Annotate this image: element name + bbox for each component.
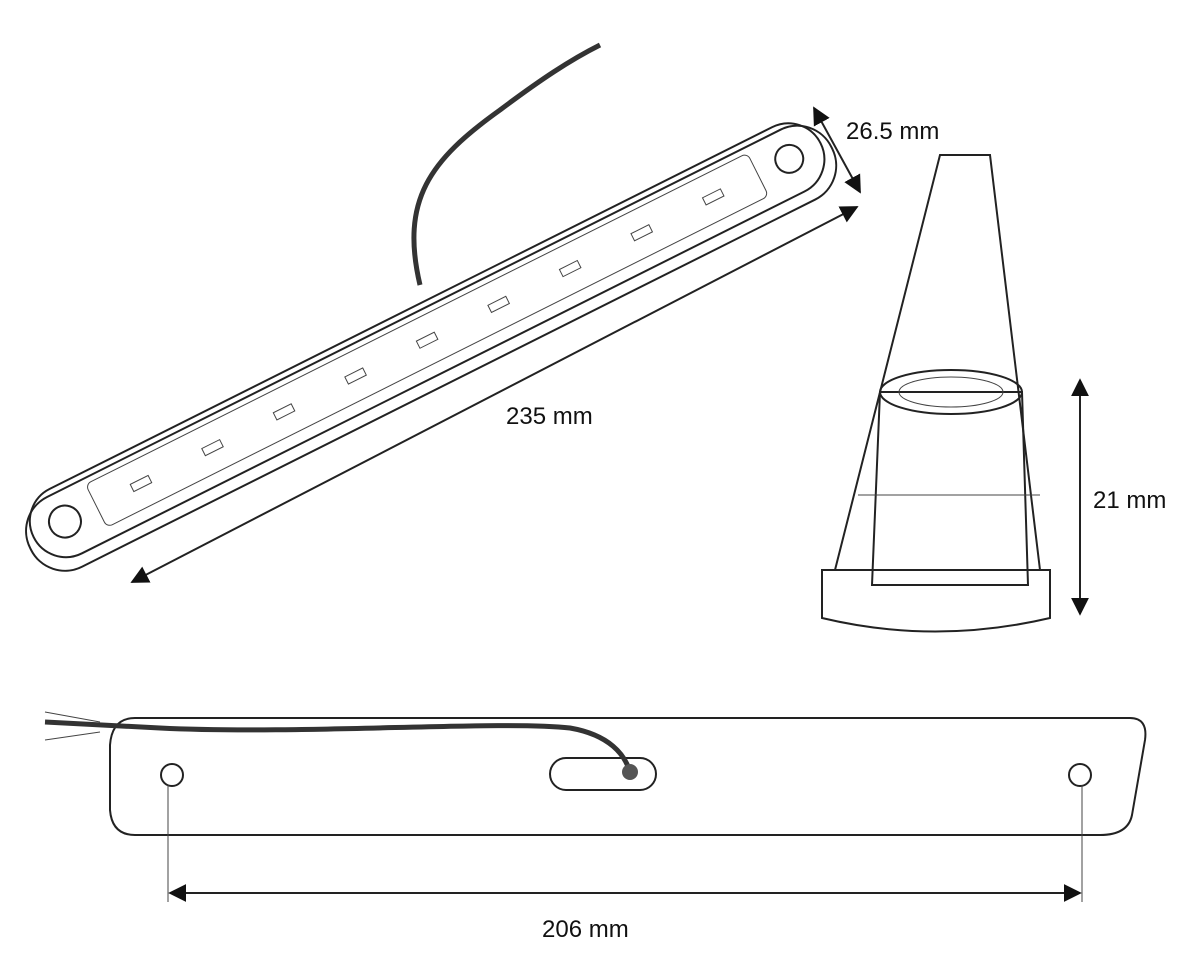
bottom-mount-hole-left [160,763,184,787]
end-view-lens [870,391,1030,586]
mount-hole-left [47,504,82,539]
width-label: 26.5 mm [846,118,939,145]
lamp-lens [87,154,768,526]
lamp-bottom-view [44,711,1147,836]
bottom-cable [44,719,633,773]
lamp-base [25,124,838,572]
bottom-mount-hole-right [1068,763,1092,787]
led-row [129,188,725,493]
lamp-end-view [821,154,1051,633]
length-label: 235 mm [506,403,593,430]
length-dimension-line [130,206,859,583]
hole-spacing-label: 206 mm [542,916,629,943]
cable-slot [549,757,657,791]
width-dimension-line [813,106,861,194]
end-view-base [821,569,1051,633]
lamp-perspective-view [25,42,838,572]
height-label: 21 mm [1093,487,1166,514]
lamp-cable [411,42,602,286]
mount-hole-right [774,143,805,174]
